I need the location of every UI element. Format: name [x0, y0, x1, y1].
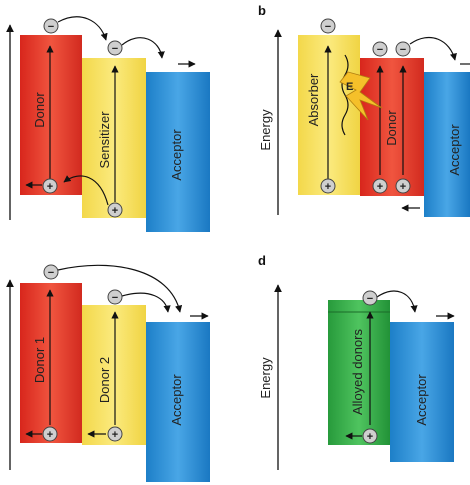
electron-icon: −	[107, 40, 123, 56]
panel-b: b Energy E Absorber Donor Acceptor − − −…	[258, 3, 470, 217]
electron-icon: −	[43, 264, 59, 280]
acceptor-bar-d	[390, 322, 454, 462]
electron-icon: −	[320, 18, 336, 34]
hole-icon: +	[362, 428, 378, 444]
svg-text:−: −	[367, 293, 373, 305]
acceptor-bar-c	[146, 322, 210, 482]
acceptor-label-d: Acceptor	[414, 374, 429, 426]
energy-symbol: E	[346, 81, 353, 93]
svg-text:+: +	[400, 181, 406, 193]
panel-d: d Energy Alloyed donors Acceptor − +	[258, 253, 455, 470]
lightning-icon	[339, 71, 383, 121]
donor-bar-b	[360, 58, 424, 196]
electron-icon: −	[372, 41, 388, 57]
alloyed-donors-label-d: Alloyed donors	[350, 329, 365, 415]
energy-label-b: Energy	[258, 109, 273, 151]
donor1-bar-c	[20, 283, 82, 443]
svg-text:−: −	[112, 292, 118, 304]
acceptor-label-a: Acceptor	[169, 129, 184, 181]
electron-icon: −	[107, 289, 123, 305]
svg-text:−: −	[377, 44, 383, 56]
donor-label-b: Donor	[384, 110, 399, 146]
hole-icon: +	[107, 426, 123, 442]
svg-text:+: +	[325, 181, 331, 193]
sensitizer-bar-a	[82, 58, 146, 218]
svg-text:+: +	[112, 429, 118, 441]
electron-icon: −	[362, 290, 378, 306]
svg-text:−: −	[400, 44, 406, 56]
svg-text:+: +	[112, 205, 118, 217]
hole-icon: +	[372, 178, 388, 194]
svg-text:+: +	[377, 181, 383, 193]
svg-text:+: +	[47, 429, 53, 441]
hole-icon: +	[42, 426, 58, 442]
donor1-label-c: Donor 1	[32, 337, 47, 383]
acceptor-bar-a	[146, 72, 210, 232]
acceptor-label-b: Acceptor	[447, 124, 462, 176]
acceptor-label-c: Acceptor	[169, 374, 184, 426]
panel-letter-d: d	[258, 253, 266, 268]
absorber-label-b: Absorber	[306, 73, 321, 126]
hole-icon: +	[320, 178, 336, 194]
panel-a: Donor Sensitizer Acceptor − − + +	[6, 16, 210, 232]
acceptor-bar-b	[424, 72, 470, 217]
donor-label-a: Donor	[32, 92, 47, 128]
donor2-label-c: Donor 2	[97, 357, 112, 403]
svg-text:−: −	[48, 267, 54, 279]
panel-letter-b: b	[258, 3, 266, 18]
absorber-bar-b	[298, 35, 360, 195]
donor2-bar-c	[82, 305, 146, 445]
svg-text:+: +	[367, 431, 373, 443]
electron-icon: −	[395, 41, 411, 57]
energy-label-d: Energy	[258, 357, 273, 399]
svg-text:−: −	[48, 21, 54, 33]
electron-icon: −	[43, 18, 59, 34]
hole-icon: +	[42, 178, 58, 194]
sensitizer-label-a: Sensitizer	[97, 111, 112, 169]
svg-text:−: −	[112, 43, 118, 55]
svg-text:−: −	[325, 21, 331, 33]
panel-c: Donor 1 Donor 2 Acceptor − − + +	[6, 264, 210, 482]
alloyed-donors-bar-d	[328, 300, 390, 445]
hole-icon: +	[395, 178, 411, 194]
donor-bar-a	[20, 35, 82, 195]
svg-text:+: +	[47, 181, 53, 193]
hole-icon: +	[107, 202, 123, 218]
